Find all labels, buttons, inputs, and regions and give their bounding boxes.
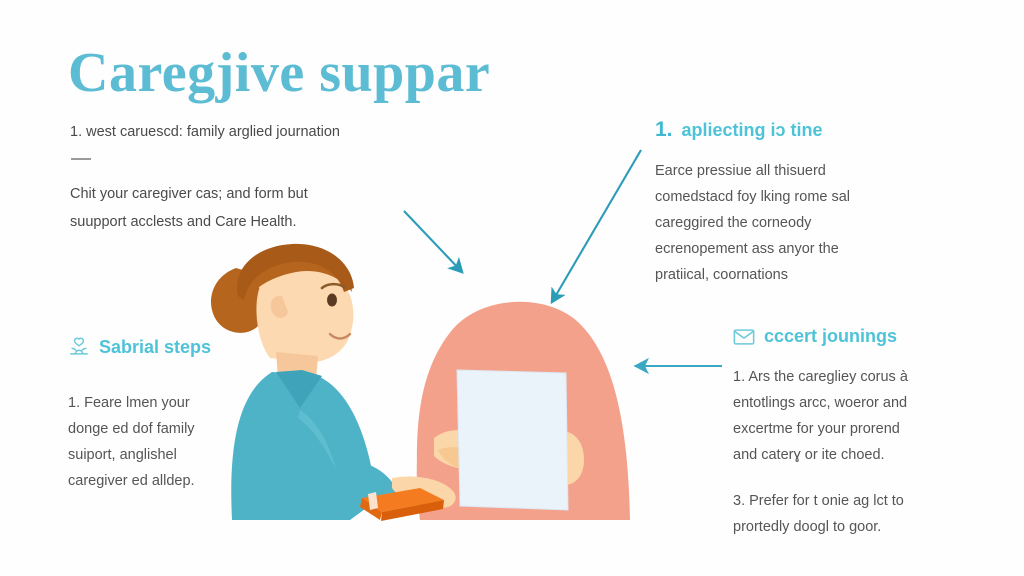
envelope-icon: [733, 328, 755, 345]
section-bottom-left: Sabrial steps 1. Feare lmen your donge e…: [68, 336, 328, 494]
body-line: 3. Prefer for t onie ag lct to: [733, 493, 904, 509]
section-bottom-right-heading: cccert jounings: [733, 326, 998, 347]
hands-holding-heart-icon: [70, 337, 88, 355]
body-line: 1. Feare lmen your: [68, 395, 190, 411]
body-line: Earce pressiue all thisuerd: [655, 163, 826, 179]
body-line: careggired the corneody: [655, 215, 812, 231]
section-top-right: 1. apliecting iɔ tine Earce pressiue all…: [655, 118, 965, 288]
section-top-right-heading: 1. apliecting iɔ tine: [655, 118, 965, 142]
body-line: 1. Ars the caregliey corus à: [733, 369, 908, 385]
intro-numbered-line: 1. west caruescd: family arglied journat…: [70, 124, 340, 140]
body-line: suiport, anglishel: [68, 447, 177, 463]
paragraph-gap: [733, 468, 998, 488]
section-bottom-right-body: 1. Ars the caregliey corus à entotlings …: [733, 364, 998, 540]
section-number: 1.: [655, 118, 673, 141]
body-line: donge ed dof family: [68, 421, 195, 437]
body-line: caregiver ed alldep.: [68, 473, 195, 489]
intro-body: Chit your caregiver cas; and form but su…: [70, 180, 420, 236]
body-line: ecrenopement ass anyor the: [655, 241, 839, 257]
section-bottom-right: cccert jounings 1. Ars the caregliey cor…: [733, 326, 998, 540]
section-heading-label: cccert jounings: [764, 326, 898, 346]
section-top-right-body: Earce pressiue all thisuerd comedstacd f…: [655, 158, 965, 288]
document-paper: [456, 369, 569, 511]
page-title: Caregjive suppar: [68, 42, 491, 104]
body-line: and caterɣ or ite choed.: [733, 447, 885, 463]
section-heading-label: Sabrial steps: [99, 336, 212, 357]
body-line: entotlings arcc, woeror and: [733, 395, 908, 411]
intro-body-line: Chit your caregiver cas; and form but: [70, 186, 308, 202]
section-bottom-left-heading: Sabrial steps: [68, 336, 328, 358]
body-line: excertme for your prorend: [733, 421, 900, 437]
intro-divider: [71, 158, 91, 160]
caregiver-figure: [210, 243, 456, 520]
section-heading-label: apliecting iɔ tine: [681, 119, 823, 140]
body-paragraph: 1. Ars the caregliey corus à entotlings …: [733, 364, 998, 468]
body-line: pratiical, coornations: [655, 267, 788, 283]
body-line: comedstacd foy lking rome sal: [655, 189, 851, 205]
orange-book: [360, 488, 444, 521]
intro-body-line: suupport acclests and Care Health.: [70, 214, 297, 230]
section-bottom-left-body: 1. Feare lmen your donge ed dof family s…: [68, 390, 328, 494]
body-paragraph: 3. Prefer for t onie ag lct to prortedly…: [733, 488, 998, 540]
body-line: prortedly doogl to goor.: [733, 519, 882, 535]
